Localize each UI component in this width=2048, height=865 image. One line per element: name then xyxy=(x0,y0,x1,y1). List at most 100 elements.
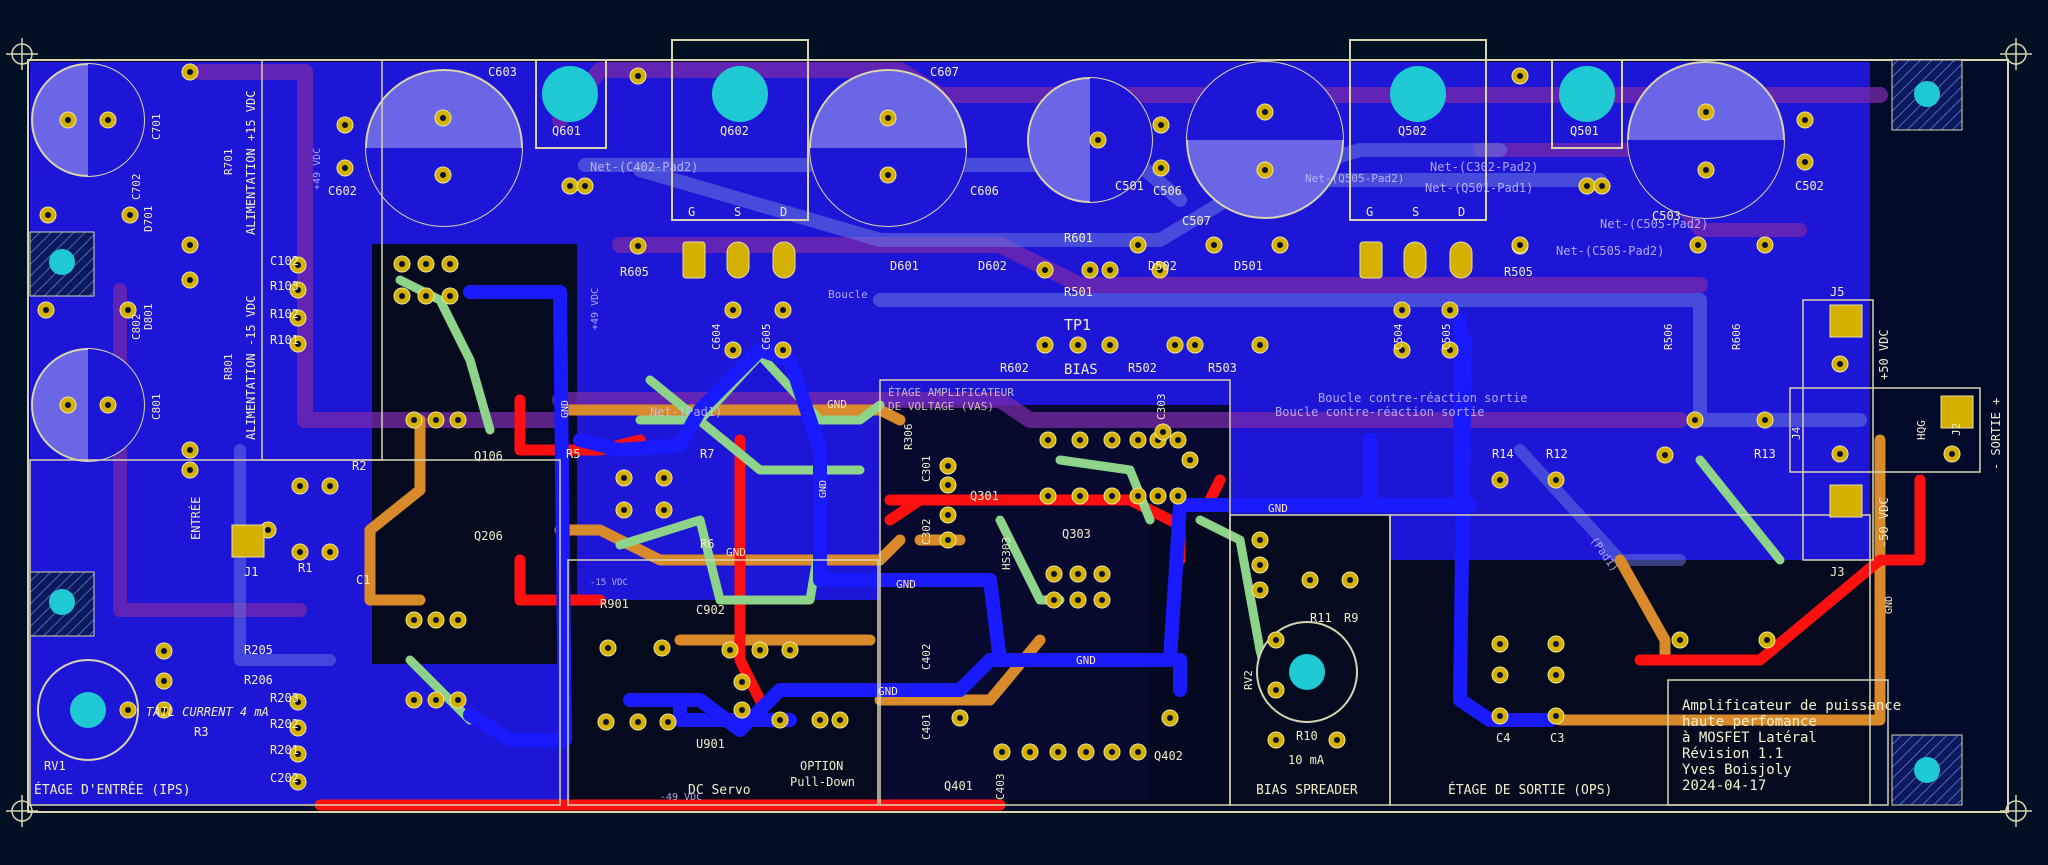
drill-hole xyxy=(1042,267,1048,273)
drill-hole xyxy=(1158,165,1164,171)
refdes-q303: Q303 xyxy=(1062,527,1091,541)
drill-hole xyxy=(1167,715,1173,721)
drill-hole xyxy=(1677,637,1683,643)
drill-hole xyxy=(342,165,348,171)
refdes-r3: R3 xyxy=(194,725,208,739)
gnd-label: GND xyxy=(1884,596,1895,614)
drill-hole xyxy=(1109,437,1115,443)
refdes-r11: R11 xyxy=(1310,611,1332,625)
drill-hole xyxy=(327,483,333,489)
drill-hole xyxy=(1160,429,1166,435)
refdes-r14: R14 xyxy=(1492,447,1514,461)
refdes-d601: D601 xyxy=(890,259,919,273)
gnd-label: GND xyxy=(896,578,916,591)
plus50-label: +50 VDC xyxy=(1877,329,1891,380)
refdes-q402: Q402 xyxy=(1154,749,1183,763)
refdes-r1: R1 xyxy=(298,561,312,575)
bias-spreader-label: BIAS SPREADER xyxy=(1256,783,1358,798)
net-boucle-1: Boucle contre-réaction sortie xyxy=(1318,391,1528,405)
drill-hole xyxy=(1135,437,1141,443)
drill-hole xyxy=(43,307,49,313)
gnd-label: GND xyxy=(1268,502,1288,515)
copper-pour-servo-dark xyxy=(570,600,880,805)
drill-hole xyxy=(1703,109,1709,115)
drill-hole xyxy=(65,117,71,123)
drill-hole xyxy=(1497,672,1503,678)
drill-hole xyxy=(730,307,736,313)
net-q505: Net-(Q505-Pad2) xyxy=(1305,172,1404,185)
drill-hole xyxy=(1703,167,1709,173)
refdes-r801: R801 xyxy=(222,354,235,381)
refdes-u901: U901 xyxy=(696,737,725,751)
mounting-holes xyxy=(29,59,1963,806)
refdes-r306: R306 xyxy=(902,424,915,451)
drill-hole xyxy=(1257,587,1263,593)
drill-hole xyxy=(1042,342,1048,348)
drill-hole xyxy=(1175,493,1181,499)
drill-hole xyxy=(440,115,446,121)
refdes-c301: C301 xyxy=(920,456,933,483)
drill-hole xyxy=(945,512,951,518)
drill-hole xyxy=(1553,713,1559,719)
refdes-d502: D502 xyxy=(1148,259,1177,273)
net-q501: Net-(Q501-Pad1) xyxy=(1425,181,1533,195)
refdes-r502: R502 xyxy=(1128,361,1157,375)
drill-hole xyxy=(885,172,891,178)
title-line-3: à MOSFET Latéral xyxy=(1682,730,1817,746)
drill-hole xyxy=(659,645,665,651)
drill-hole xyxy=(1399,347,1405,353)
drill-hole xyxy=(817,717,823,723)
drill-hole xyxy=(105,402,111,408)
drill-hole xyxy=(635,719,641,725)
drill-hole xyxy=(757,647,763,653)
drill-hole xyxy=(1553,477,1559,483)
drill-hole xyxy=(295,262,301,268)
gnd-label: GND xyxy=(726,546,746,559)
refdes-r701: R701 xyxy=(222,149,235,176)
refdes-c402: C402 xyxy=(920,644,933,671)
refdes-c801: C801 xyxy=(150,394,163,421)
refdes-r602: R602 xyxy=(1000,361,1029,375)
drill-hole xyxy=(1764,637,1770,643)
drill-hole xyxy=(1517,73,1523,79)
drill-hole xyxy=(1158,122,1164,128)
drill-hole xyxy=(411,617,417,623)
pin-label-s: S xyxy=(734,205,741,219)
drill-hole xyxy=(1447,307,1453,313)
drill-hole xyxy=(945,463,951,469)
pin-label-g: G xyxy=(688,205,695,219)
drill-hole xyxy=(295,287,301,293)
refdes-r10: R10 xyxy=(1296,729,1318,743)
refdes-c802: C802 xyxy=(130,314,143,341)
drill-hole xyxy=(295,315,301,321)
drill-hole xyxy=(1273,687,1279,693)
drill-hole xyxy=(295,699,301,705)
refdes-r13: R13 xyxy=(1754,447,1776,461)
drill-hole xyxy=(455,697,461,703)
net-c302: Net-(C302-Pad2) xyxy=(1430,160,1538,174)
refdes-d801: D801 xyxy=(142,304,155,331)
refdes-c1: C1 xyxy=(356,573,370,587)
drill-hole xyxy=(1497,641,1503,647)
refdes-q206: Q206 xyxy=(474,529,503,543)
fiducials xyxy=(6,38,2032,827)
drill-hole xyxy=(1257,562,1263,568)
drill-hole xyxy=(957,715,963,721)
refdes-c701: C701 xyxy=(150,114,163,141)
drill-hole xyxy=(661,507,667,513)
refdes-c502: C502 xyxy=(1795,179,1824,193)
refdes-q502: Q502 xyxy=(1398,124,1427,138)
drill-hole xyxy=(1157,267,1163,273)
drill-hole xyxy=(187,277,193,283)
net-49b: +49 VDC xyxy=(590,288,601,330)
drill-hole xyxy=(1051,571,1057,577)
drill-hole xyxy=(635,243,641,249)
refdes-r102: R102 xyxy=(270,307,299,321)
drill-hole xyxy=(433,417,439,423)
refdes-r506: R506 xyxy=(1662,324,1675,351)
refdes-r606: R606 xyxy=(1730,324,1743,351)
refdes-j1: J1 xyxy=(244,565,258,579)
refdes-d501: D501 xyxy=(1234,259,1263,273)
drill-hole xyxy=(447,261,453,267)
